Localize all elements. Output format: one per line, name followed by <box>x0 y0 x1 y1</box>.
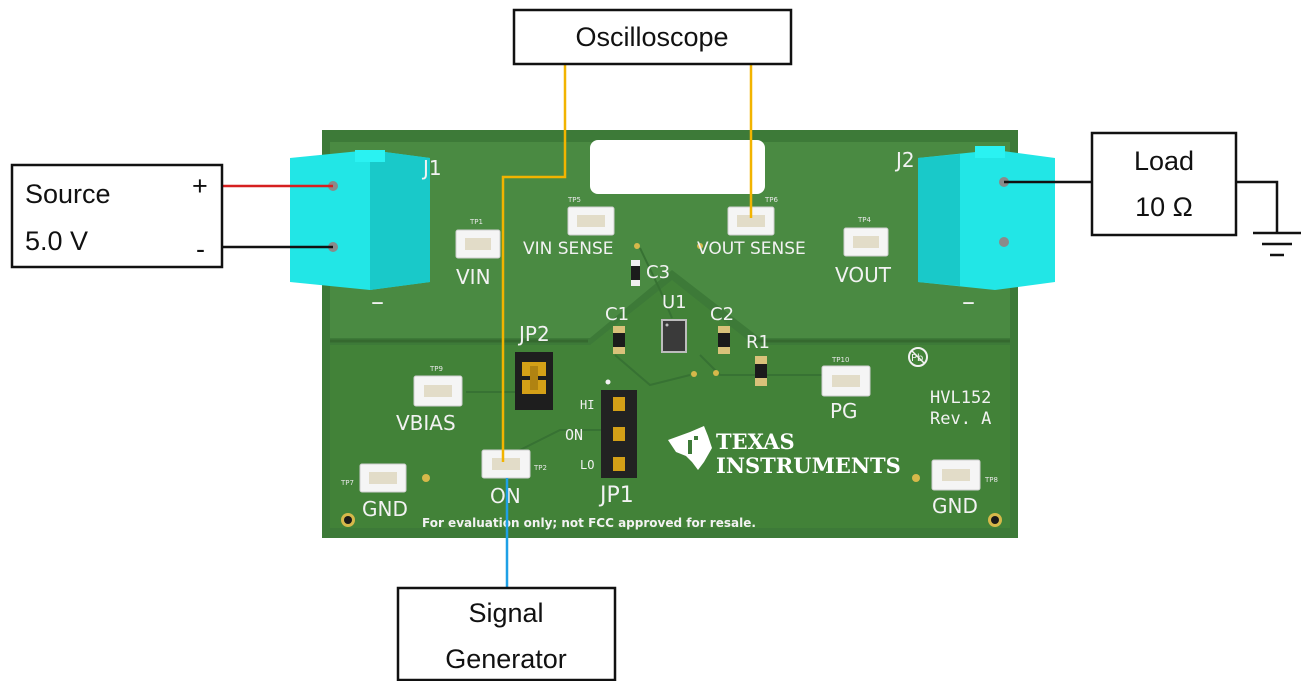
jp2-label: JP2 <box>517 322 550 346</box>
mounting-hole <box>988 513 1002 527</box>
ground-icon <box>1253 231 1301 257</box>
jp1-label: JP1 <box>598 483 634 508</box>
test-point-tp6 <box>727 206 775 236</box>
load-label-line2: 10 Ω <box>1135 192 1193 222</box>
j2-minus-mark: – <box>962 287 975 317</box>
tp10-label: PG <box>830 399 858 423</box>
ic-u1 <box>661 319 687 353</box>
load-label-line1: Load <box>1134 146 1194 176</box>
tp9-label: VBIAS <box>396 411 456 435</box>
tp4-label: VOUT <box>835 263 892 287</box>
tp2-label: ON <box>490 484 521 508</box>
wires <box>222 64 1279 588</box>
ti-logo-icon <box>668 426 712 470</box>
test-point-tp8 <box>931 459 981 491</box>
tp9-ref: TP9 <box>429 365 443 373</box>
test-point-tp5 <box>567 206 615 236</box>
ti-logo-text-line1: TEXAS <box>716 429 795 454</box>
r1-label: R1 <box>746 332 770 353</box>
capacitor-c1 <box>613 326 625 354</box>
source-label-line1: Source <box>25 179 111 209</box>
oscilloscope-label: Oscilloscope <box>575 22 728 52</box>
board-label-area <box>590 140 765 194</box>
source-box: Source 5.0 V + - <box>10 163 224 269</box>
via <box>697 243 703 249</box>
via <box>912 474 920 482</box>
connector-j2 <box>918 146 1055 290</box>
jp1-pos-hi: HI <box>580 398 594 412</box>
disclaimer-text: For evaluation only; not FCC approved fo… <box>422 516 756 530</box>
source-minus-terminal: - <box>196 234 205 264</box>
u1-label: U1 <box>662 292 687 313</box>
ti-logo-text-line2: INSTRUMENTS <box>716 453 901 478</box>
scope-probe-vin-sense <box>501 64 567 462</box>
source-label-line2: 5.0 V <box>25 226 88 256</box>
oscilloscope-box: Oscilloscope <box>512 8 793 66</box>
jp1-pos-on: ON <box>565 426 583 444</box>
j1-minus-mark: – <box>371 287 384 317</box>
via <box>422 474 430 482</box>
tp5-label: VIN SENSE <box>523 239 614 259</box>
connector-j1 <box>290 150 430 290</box>
tp4-ref: TP4 <box>857 216 871 224</box>
tp7-ref: TP7 <box>340 479 354 487</box>
tp1-label: VIN <box>456 265 491 289</box>
tp6-ref: TP6 <box>764 196 778 204</box>
connector-j1-label: J1 <box>421 156 442 180</box>
board-revision: Rev. A <box>930 409 991 429</box>
test-point-tp2 <box>481 449 531 479</box>
signal-generator-label-line2: Generator <box>445 644 567 674</box>
test-point-tp10 <box>821 365 871 397</box>
via <box>691 371 697 377</box>
test-point-tp7 <box>359 463 407 493</box>
evaluation-board: J1 – J2 – TP1 VIN TP5 VIN SENSE TP6 <box>290 130 1055 538</box>
signal-generator-box: Signal Generator <box>396 586 617 681</box>
capacitor-c3 <box>631 260 640 286</box>
via <box>713 370 719 376</box>
connector-j2-label: J2 <box>894 148 915 172</box>
ground-wire <box>1236 180 1279 232</box>
tp1-ref: TP1 <box>469 218 483 226</box>
tp10-ref: TP10 <box>831 356 849 364</box>
tp6-label: VOUT SENSE <box>697 239 806 259</box>
tp7-label: GND <box>362 497 408 521</box>
c1-label: C1 <box>605 304 629 325</box>
board-id: HVL152 <box>930 388 991 408</box>
test-point-tp4 <box>843 227 889 257</box>
pb-free-icon: Pb <box>908 347 928 367</box>
c2-label: C2 <box>710 304 734 325</box>
tp8-ref: TP8 <box>984 476 998 484</box>
tp5-ref: TP5 <box>567 196 581 204</box>
jumper-jp1 <box>601 379 637 478</box>
mounting-hole <box>341 513 355 527</box>
load-box: Load 10 Ω <box>1090 131 1238 237</box>
test-point-tp9 <box>413 375 463 407</box>
svg-text:Pb: Pb <box>911 353 923 364</box>
c3-label: C3 <box>646 262 670 283</box>
jp1-pos-lo: LO <box>580 458 594 472</box>
capacitor-c2 <box>718 326 730 354</box>
resistor-r1 <box>755 356 767 386</box>
tp2-ref: TP2 <box>533 464 547 472</box>
source-plus-terminal: + <box>192 171 208 201</box>
via <box>634 243 640 249</box>
test-point-tp1 <box>455 229 501 259</box>
jumper-jp2 <box>515 352 553 410</box>
pcb-top-pour <box>330 142 1010 338</box>
tp8-label: GND <box>932 494 978 518</box>
signal-generator-label-line1: Signal <box>468 598 543 628</box>
